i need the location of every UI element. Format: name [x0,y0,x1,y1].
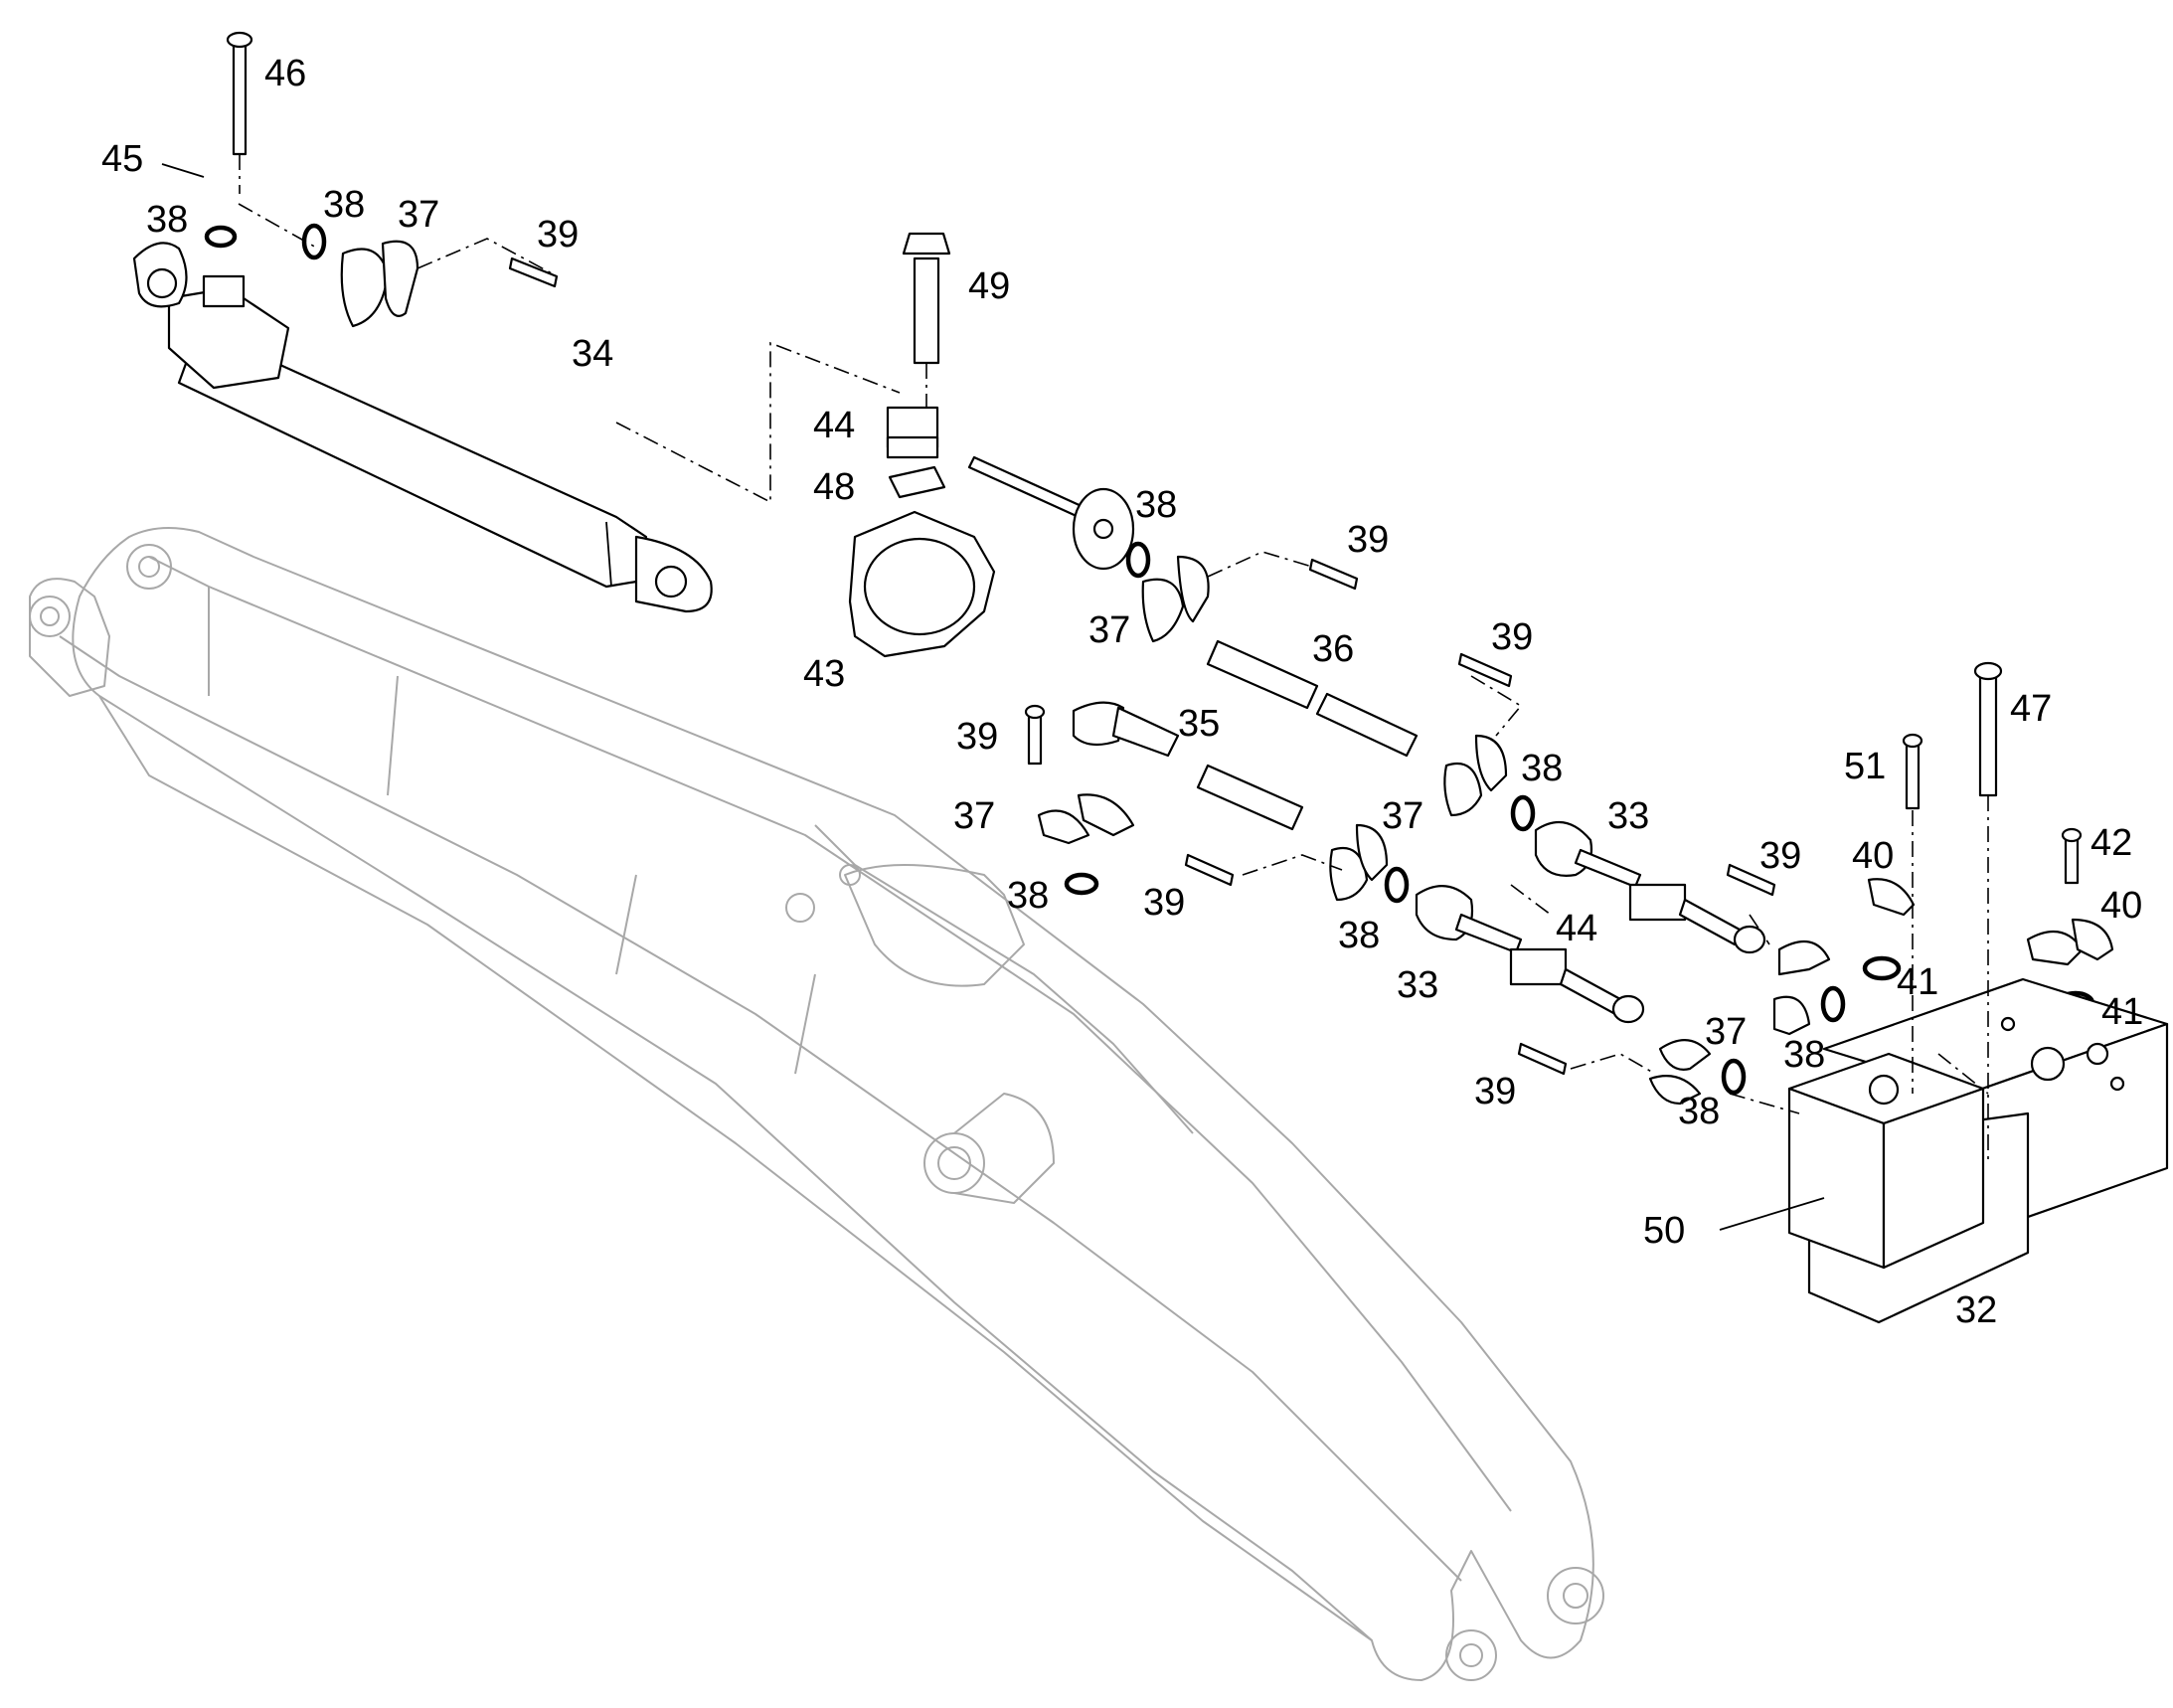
assembly-lines [238,154,1989,1163]
callout-50: 50 [1643,1210,1685,1252]
callout-39: 39 [956,716,998,758]
callout-34: 34 [572,333,613,375]
callout-42: 42 [2090,822,2132,864]
callout-41: 41 [2101,991,2143,1033]
boom-arm [29,527,1604,1681]
callout-32: 32 [1955,1289,1997,1331]
callout-38: 38 [1135,484,1177,526]
callout-35: 35 [1178,703,1220,745]
callout-43: 43 [803,653,845,695]
callout-46: 46 [264,53,306,94]
callout-38: 38 [1678,1091,1720,1132]
callout-39: 39 [1474,1071,1516,1112]
callout-33: 33 [1397,964,1438,1006]
callout-47: 47 [2010,688,2052,730]
callout-49: 49 [968,265,1010,307]
hydraulic-cylinder [132,242,713,613]
callout-41: 41 [1897,961,1938,1003]
callout-38: 38 [323,184,365,226]
callout-38: 38 [1007,875,1049,917]
hose-fittings [1072,639,1766,1024]
callout-37: 37 [1705,1011,1747,1053]
callout-44: 44 [1556,908,1597,949]
callout-40: 40 [1852,835,1894,877]
callout-37: 37 [1088,609,1130,651]
callout-38: 38 [1521,748,1563,789]
callout-37: 37 [1382,795,1423,837]
callout-39: 39 [537,214,579,256]
callout-44: 44 [813,405,855,446]
callout-37: 37 [953,795,995,837]
pipe-clamp-assembly [848,406,1135,658]
callout-39: 39 [1491,616,1533,658]
callout-36: 36 [1312,628,1354,670]
valve-block [1787,977,2169,1324]
callout-labels: 46 45 38 38 37 39 34 49 44 48 43 38 39 3… [101,53,2143,1331]
callout-37: 37 [398,194,439,236]
callout-38: 38 [1338,915,1380,956]
bolts [226,31,2083,1076]
callout-33: 33 [1607,795,1649,837]
callout-40: 40 [2100,885,2142,927]
callout-39: 39 [1143,882,1185,924]
leader-lines [161,163,1825,1231]
callout-39: 39 [1759,835,1801,877]
callout-51: 51 [1844,746,1886,787]
callout-38: 38 [1783,1034,1825,1076]
callout-48: 48 [813,466,855,508]
split-flanges [340,240,2114,1106]
callout-39: 39 [1347,519,1389,561]
callout-45: 45 [101,138,143,180]
callout-38: 38 [146,199,188,241]
